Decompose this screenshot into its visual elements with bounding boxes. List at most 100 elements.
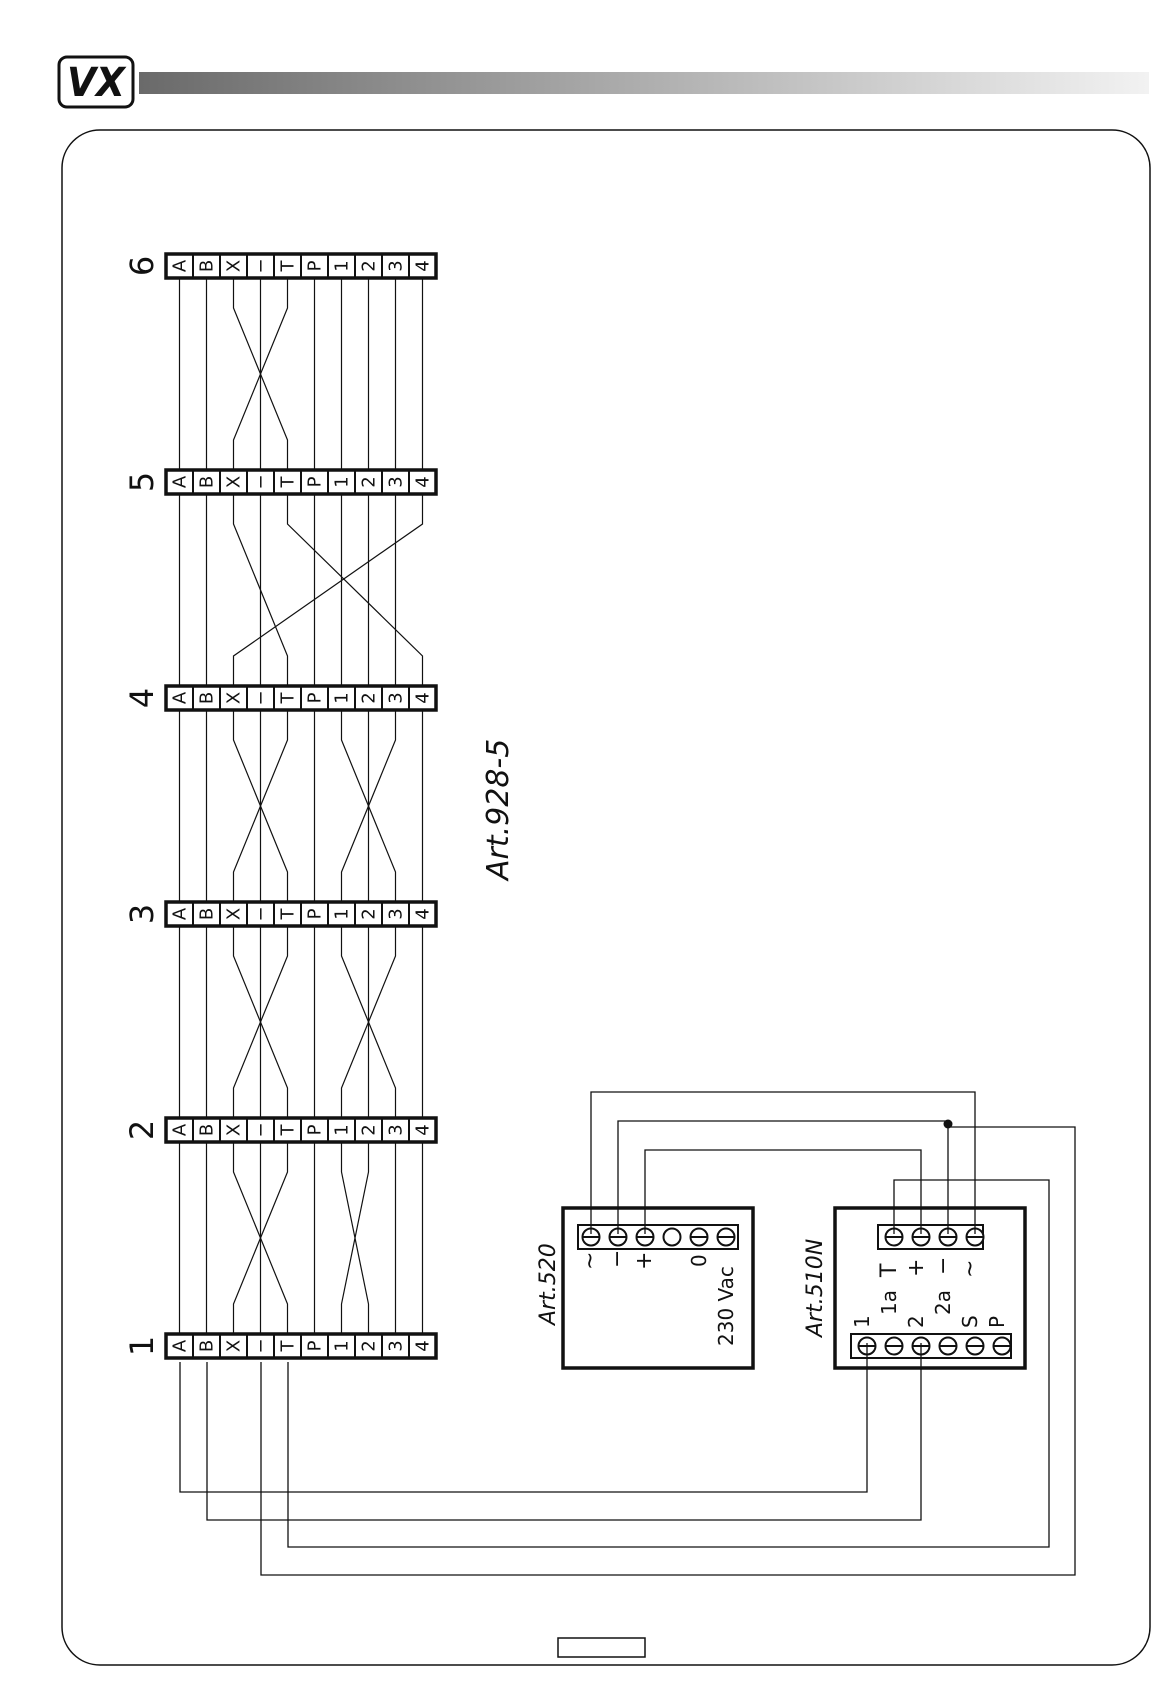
station-number: 2 [123,1120,161,1140]
terminal-label: B [197,908,218,920]
bus-wire [288,494,423,686]
terminal-strip: ABX−TP12342 [123,1118,436,1142]
power-supply-label: 230 Vac [714,1266,738,1346]
terminal-label: A [170,907,191,920]
terminal-label: T [278,908,299,921]
station-number: 5 [123,472,161,492]
terminal-label: X [224,692,245,704]
terminal-label: T [278,1124,299,1137]
door-top-label-minus: − [931,1257,956,1275]
terminal-label: 4 [413,908,434,919]
terminal-label: X [224,1340,245,1352]
door-unit-model-label: Art.510N [803,1239,828,1339]
terminal-label: X [224,1124,245,1136]
page-number-box [558,1638,645,1657]
terminal-label: P [305,260,326,271]
door-bottom-label-2: 2 [904,1315,928,1328]
wire-power-plus-to-door-plus [645,1150,921,1234]
station-number: 4 [123,688,161,708]
terminal-label: 4 [413,1124,434,1135]
terminal-label: P [305,1340,326,1351]
station-number: 6 [123,256,161,276]
terminal-label: P [305,1124,326,1135]
header: VX [59,57,1149,107]
door-top-label-ac: ~ [958,1260,983,1278]
terminal-label: 1 [332,260,353,271]
door-unit: Art.510N T + − ~ 1 1a 2 2a S P [803,1208,1025,1368]
terminal-label: 3 [386,692,407,703]
wire-power-ac-to-door-ac [591,1092,975,1234]
power-term-label-zero: 0 [687,1254,711,1267]
station-number: 3 [123,904,161,924]
power-term-label-ac: ~ [578,1252,603,1270]
door-bottom-label-1a: 1a [877,1290,901,1315]
terminal-label: 4 [413,692,434,703]
header-gradient-bar [139,72,1149,94]
terminal-label: 3 [386,908,407,919]
wire-station1-a-to-door-1 [180,1343,867,1492]
door-top-label-plus: + [904,1259,929,1277]
terminal-label: 1 [332,692,353,703]
terminal-label: X [224,476,245,488]
terminal-label: 2 [359,476,380,487]
terminal-label: − [251,258,272,273]
terminal-label: 1 [332,1124,353,1135]
terminal-label: T [278,260,299,273]
terminal-label: B [197,1124,218,1136]
bus-wire [234,494,423,686]
terminal-label: − [251,906,272,921]
terminal-label: P [305,908,326,919]
terminal-label: 1 [332,476,353,487]
terminal-label: 3 [386,260,407,271]
terminal-label: 2 [359,1340,380,1351]
terminal-label: T [278,692,299,705]
empty-terminal [664,1229,681,1246]
terminal-label: A [170,1339,191,1352]
bus-model-label: Art.928-5 [481,739,516,882]
terminal-label: X [224,260,245,272]
terminal-label: 4 [413,476,434,487]
terminal-label: A [170,259,191,272]
terminal-label: 3 [386,1340,407,1351]
station-number: 1 [123,1336,161,1356]
page-frame [62,130,1150,1665]
terminal-label: B [197,692,218,704]
power-term-label-plus: + [632,1252,657,1270]
terminal-label: A [170,475,191,488]
terminal-label: − [251,1122,272,1137]
terminal-label: − [251,690,272,705]
terminal-label: 4 [413,260,434,271]
terminal-label: T [278,476,299,489]
terminal-label: 2 [359,908,380,919]
wire-power-minus-to-junction [618,1121,948,1234]
terminal-label: 1 [332,908,353,919]
terminal-label: 2 [359,260,380,271]
bus-wiring: ABX−TP12341ABX−TP12342ABX−TP12343ABX−TP1… [123,254,436,1358]
door-bottom-label-s: S [958,1315,982,1328]
power-unit-terminal-block [578,1225,738,1249]
terminal-label: A [170,691,191,704]
terminal-label: 3 [386,476,407,487]
wire-junction-dot [944,1120,953,1129]
terminal-label: X [224,908,245,920]
terminal-label: B [197,476,218,488]
terminal-label: − [251,474,272,489]
terminal-label: B [197,260,218,272]
terminal-label: A [170,1123,191,1136]
terminal-label: P [305,692,326,703]
power-term-label-minus: − [605,1250,630,1268]
door-bottom-label-1: 1 [850,1315,874,1328]
door-bottom-label-2a: 2a [931,1290,955,1315]
terminal-label: B [197,1340,218,1352]
door-bottom-label-p: P [985,1316,1009,1328]
terminal-label: 2 [359,692,380,703]
terminal-label: 4 [413,1340,434,1351]
logo-text: VX [67,60,127,106]
terminal-label: T [278,1340,299,1353]
